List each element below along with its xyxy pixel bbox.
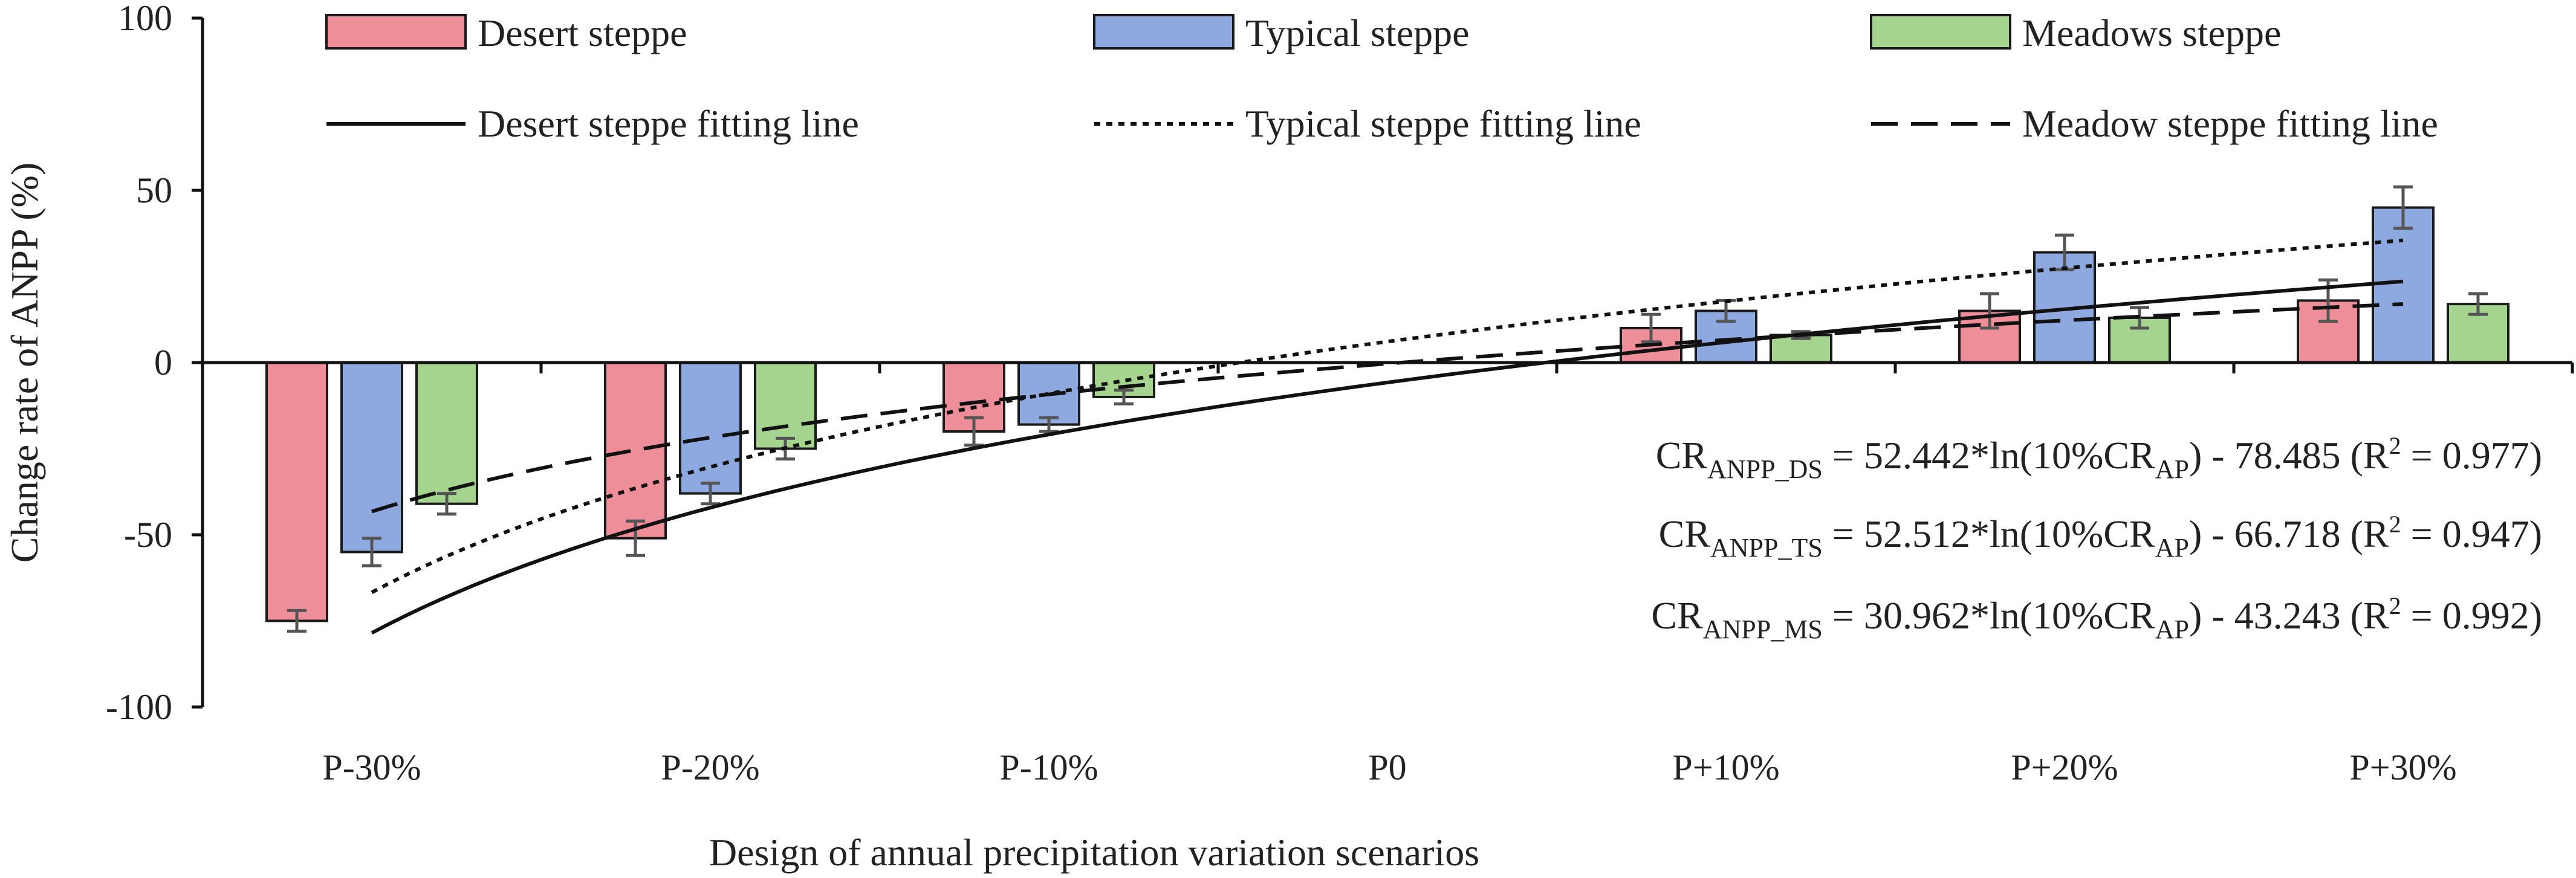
legend-label-0: Desert steppe xyxy=(478,11,687,54)
equation-0-sub2: AP xyxy=(2155,454,2189,484)
x-tick-label-1: P-20% xyxy=(661,747,759,787)
bar-series2-cat1 xyxy=(754,361,817,450)
equation-2-end: = 0.992) xyxy=(2401,594,2542,637)
equation-1-tail: ) - 66.718 (R xyxy=(2189,512,2389,555)
legend-layer: Desert steppe Typical steppe Meadows stepp… xyxy=(325,11,2438,145)
legend-line-label-2: Meadow steppe fitting line xyxy=(2022,102,2438,145)
equation-1-sub2: AP xyxy=(2155,533,2189,563)
bar-series2-cat5 xyxy=(2108,316,2171,364)
equation-1-end: = 0.947) xyxy=(2401,512,2542,555)
x-tick-label-3: P0 xyxy=(1368,747,1406,787)
x-tick-label-5: P+20% xyxy=(2011,747,2118,787)
equation-0-sub: ANPP_DS xyxy=(1707,454,1823,484)
equation-0-sup: 2 xyxy=(2389,432,2401,459)
equation-0-cr: CR xyxy=(1656,434,1708,477)
fitting-line-1 xyxy=(371,238,2404,594)
equation-1: CRANPP_TS = 52.512*ln(10%CRAP) - 66.718 … xyxy=(1659,511,2542,563)
x-tick-label-6: P+30% xyxy=(2349,747,2456,787)
fitting-lines-layer xyxy=(371,238,2404,635)
y-tick-label-4: 100 xyxy=(118,0,172,38)
equation-2-body: = 30.962*ln(10%CR xyxy=(1823,594,2155,637)
legend-swatch-1 xyxy=(1093,14,1234,50)
equation-1-cr: CR xyxy=(1659,512,1711,555)
equation-1-sup: 2 xyxy=(2389,511,2401,538)
bar-series0-cat0 xyxy=(265,361,328,622)
bar-series1-cat0 xyxy=(340,361,403,554)
legend-swatch-2 xyxy=(1870,14,2011,50)
equation-0-end: = 0.977) xyxy=(2401,434,2542,477)
equation-2-sub: ANPP_MS xyxy=(1703,615,1823,644)
equation-2-sup: 2 xyxy=(2389,592,2401,619)
legend-label-1: Typical steppe xyxy=(1245,11,1470,54)
legend-label-2: Meadows steppe xyxy=(2022,11,2281,54)
bar-series2-cat0 xyxy=(415,361,478,505)
y-tick-label-3: 50 xyxy=(136,170,172,210)
fitting-line-0 xyxy=(371,279,2404,635)
legend-line-label-0: Desert steppe fitting line xyxy=(478,102,859,145)
equation-1-body: = 52.512*ln(10%CR xyxy=(1823,512,2155,555)
equation-2: CRANPP_MS = 30.962*ln(10%CRAP) - 43.243 … xyxy=(1651,592,2542,644)
equation-1-sub: ANPP_TS xyxy=(1710,533,1823,563)
equation-0-body: = 52.442*ln(10%CR xyxy=(1823,434,2155,477)
equation-2-tail: ) - 43.243 (R xyxy=(2189,594,2389,637)
equation-0-tail: ) - 78.485 (R xyxy=(2189,434,2389,477)
y-tick-label-2: 0 xyxy=(154,343,172,383)
x-axis-title: Design of annual precipitation variation… xyxy=(709,831,1479,874)
x-tick-label-4: P+10% xyxy=(1672,747,1779,787)
bar-series0-cat1 xyxy=(604,361,667,540)
fitting-line-2 xyxy=(371,302,2404,514)
y-tick-label-1: -50 xyxy=(124,515,172,555)
y-tick-label-0: -100 xyxy=(106,687,172,727)
equation-2-cr: CR xyxy=(1651,594,1703,637)
y-axis-title: Change rate of ANPP (%) xyxy=(3,163,46,563)
legend-swatch-0 xyxy=(325,14,467,50)
legend-line-label-1: Typical steppe fitting line xyxy=(1245,102,1641,145)
x-tick-label-0: P-30% xyxy=(322,747,421,787)
equations-layer: CRANPP_DS = 52.442*ln(10%CRAP) - 78.485 … xyxy=(1651,432,2542,644)
equation-0: CRANPP_DS = 52.442*ln(10%CRAP) - 78.485 … xyxy=(1656,432,2542,484)
equation-2-sub2: AP xyxy=(2155,615,2189,644)
x-tick-label-2: P-10% xyxy=(999,747,1098,787)
bar-series1-cat6 xyxy=(2372,206,2435,364)
